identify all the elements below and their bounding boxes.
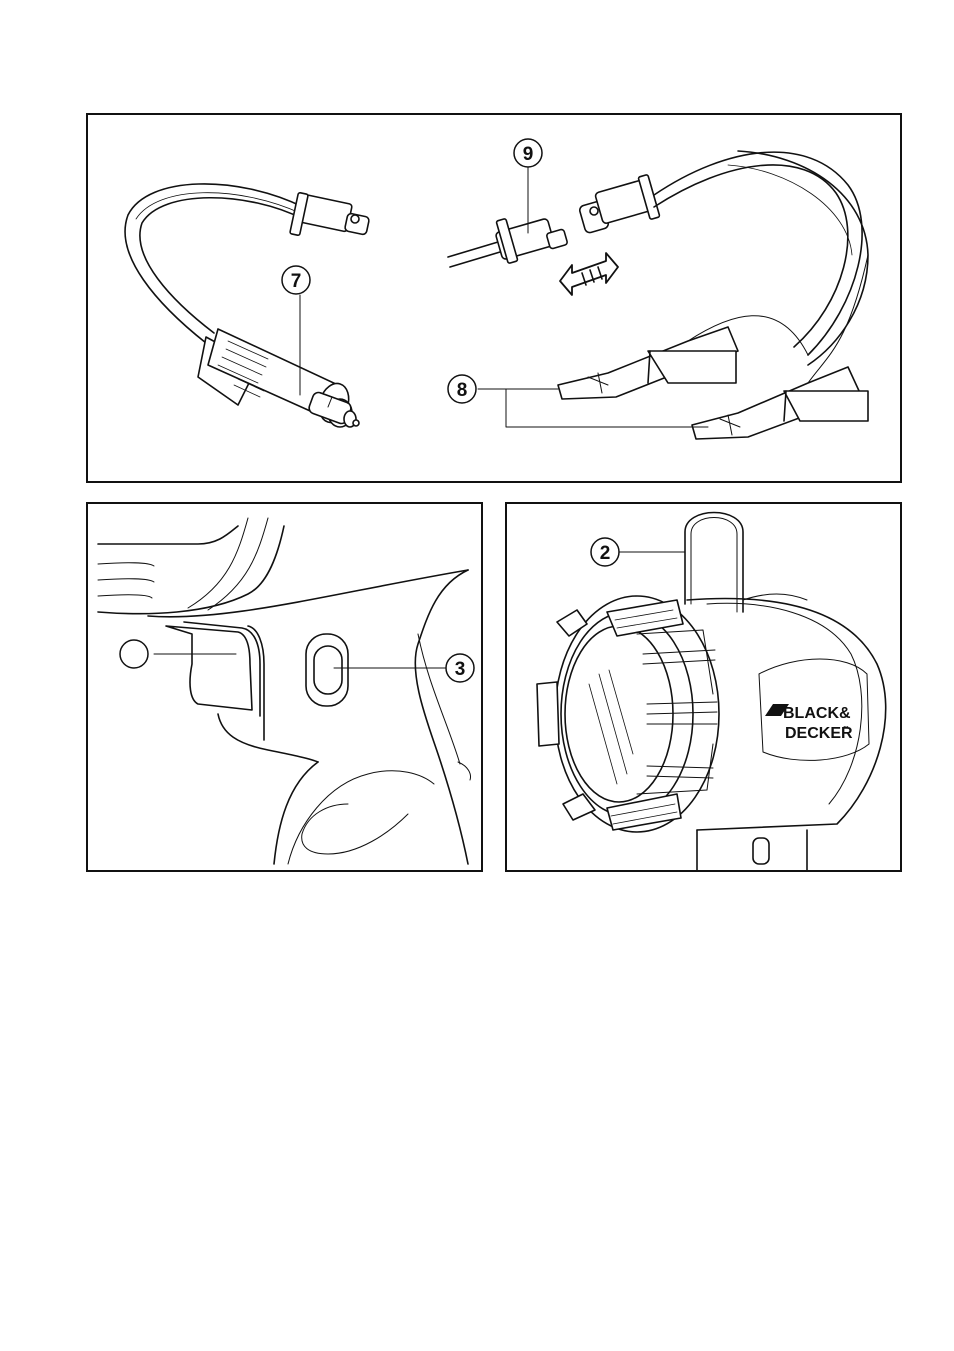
svg-text:™: ™ bbox=[843, 725, 849, 732]
svg-text:3: 3 bbox=[455, 659, 466, 680]
switch-illustration: 3 bbox=[88, 504, 481, 870]
callout-7: 7 bbox=[282, 266, 310, 294]
svg-text:BLACK&: BLACK& bbox=[783, 705, 851, 722]
figure-panel-cables: 9 7 8 bbox=[86, 113, 902, 483]
svg-text:2: 2 bbox=[600, 543, 611, 564]
spotlight-illustration: BLACK& DECKER ™ 2 bbox=[507, 504, 900, 870]
callout-9: 9 bbox=[514, 139, 542, 167]
callout-3: 3 bbox=[446, 654, 474, 682]
callout-8: 8 bbox=[448, 375, 476, 403]
black-decker-logo: BLACK& DECKER ™ bbox=[765, 704, 853, 742]
figure-panel-switch: 3 bbox=[86, 502, 483, 872]
svg-text:8: 8 bbox=[457, 380, 468, 401]
callout-2: 2 bbox=[591, 538, 619, 566]
figure-panel-spotlight: BLACK& DECKER ™ 2 bbox=[505, 502, 902, 872]
svg-text:7: 7 bbox=[291, 271, 302, 292]
cable-illustration: 9 7 8 bbox=[88, 115, 900, 481]
callout-blank bbox=[120, 640, 148, 668]
svg-text:9: 9 bbox=[523, 144, 534, 165]
